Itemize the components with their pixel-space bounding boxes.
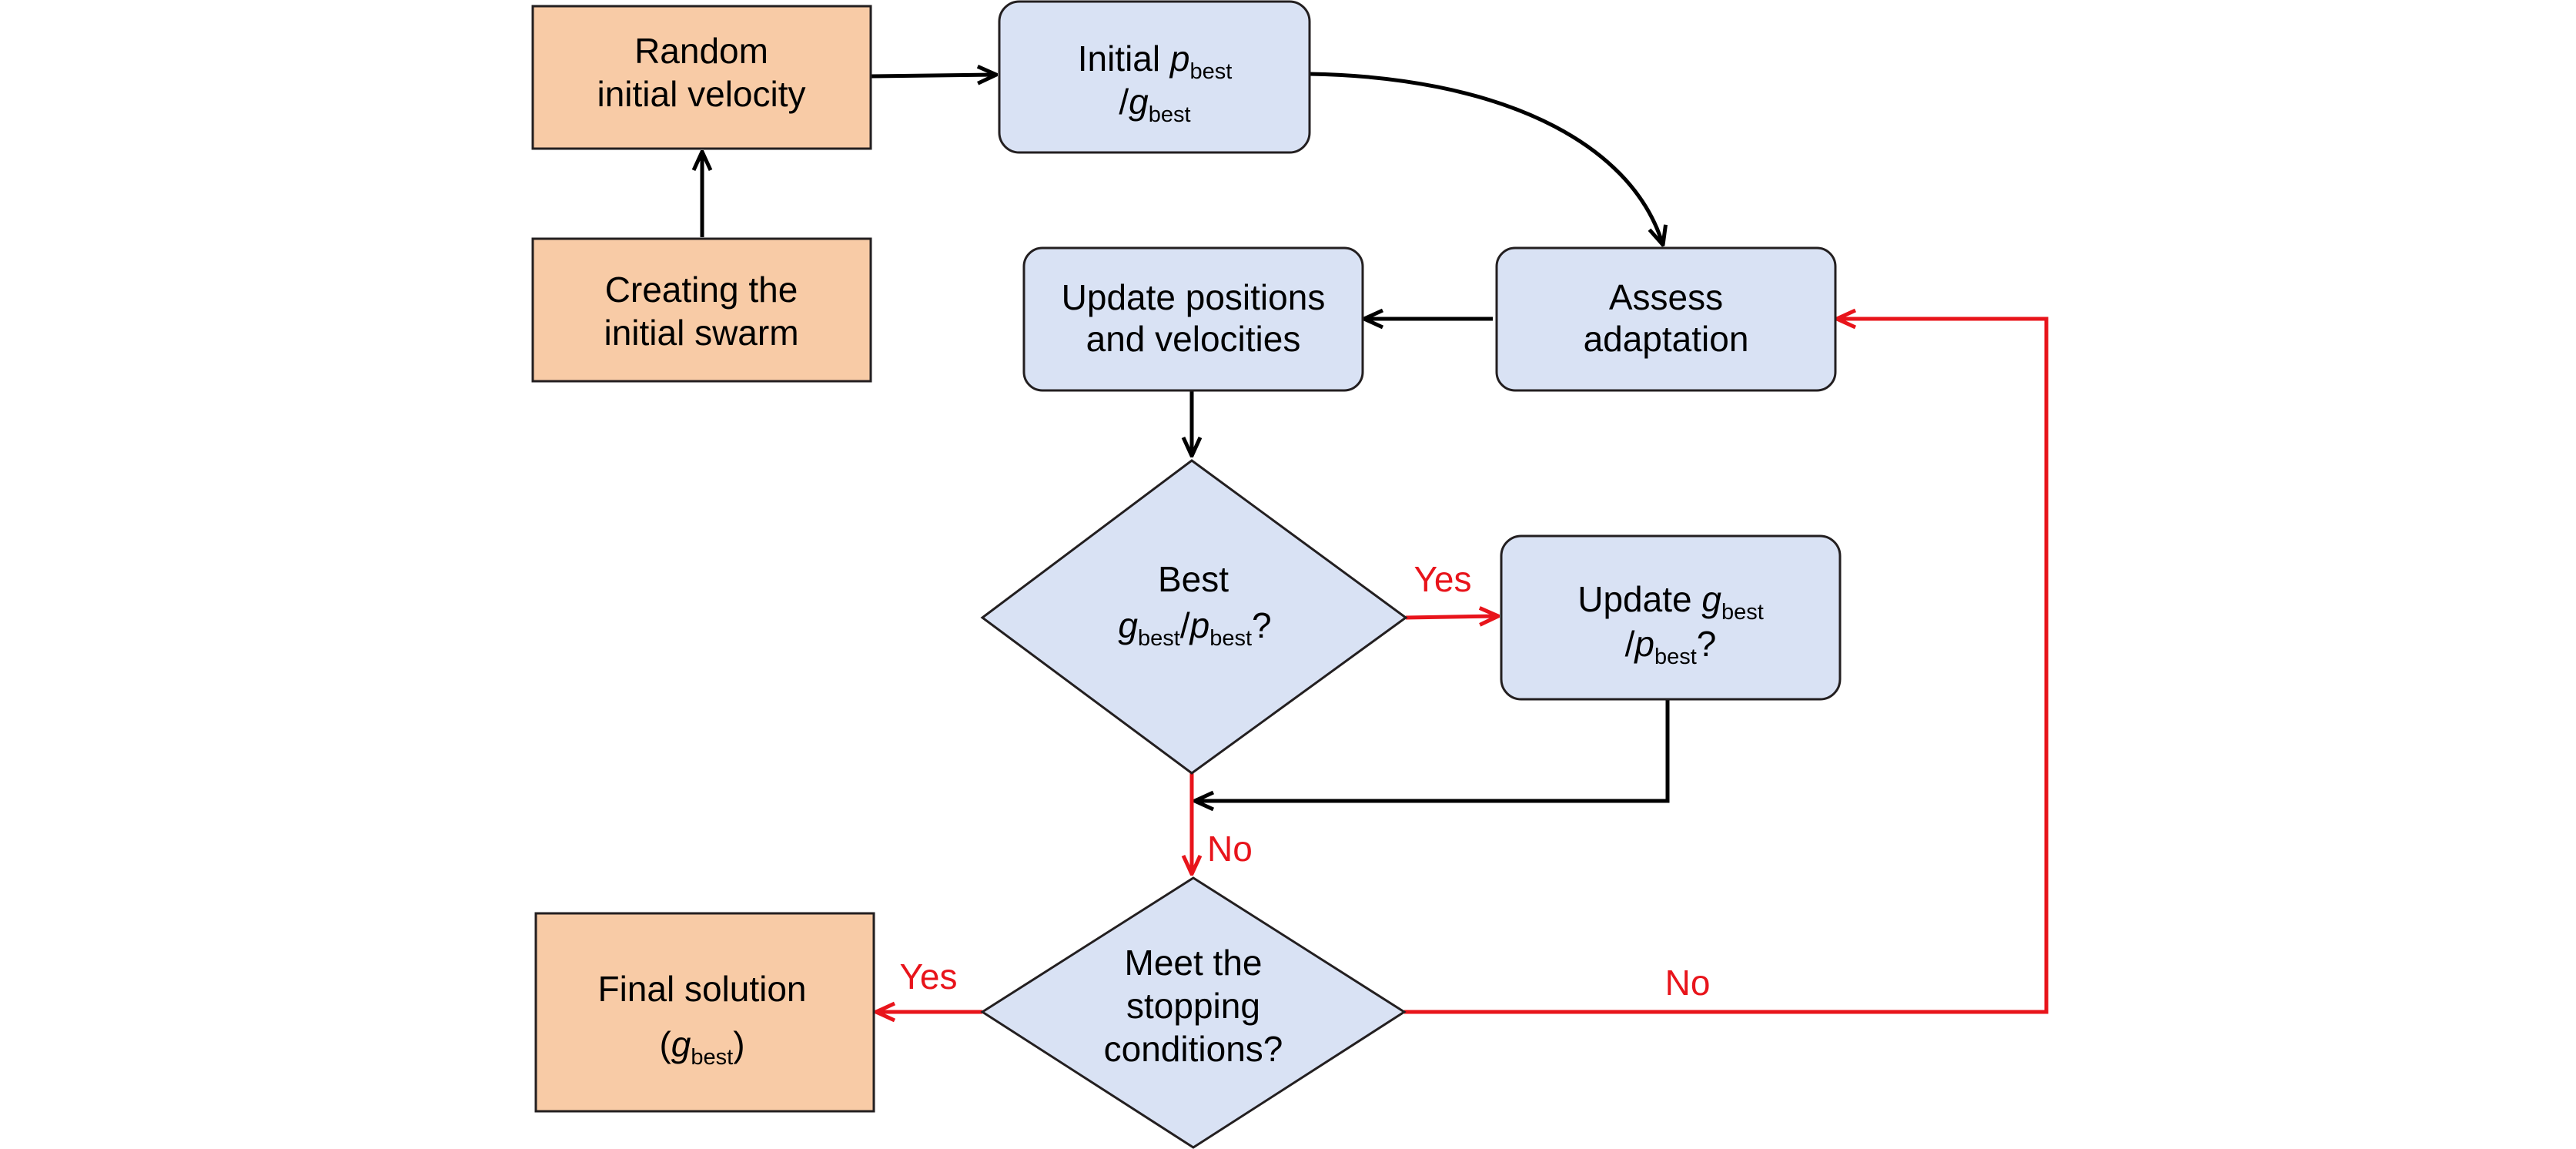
edge-label-stop-yes: Yes <box>899 956 957 997</box>
node-update-positions-line1: Update positions <box>1062 277 1326 317</box>
edge-label-stop-no: No <box>1665 963 1711 1003</box>
node-create-swarm-line1: Creating the <box>605 270 798 310</box>
node-assess-adaptation: Assess adaptation <box>1495 246 1837 392</box>
node-update-best: Update gbest /pbest? <box>1500 534 1842 701</box>
node-random-velocity: Random initial velocity <box>531 5 872 150</box>
node-update-best-line2: /pbest? <box>1625 624 1717 669</box>
node-create-swarm: Creating the initial swarm <box>531 237 872 383</box>
arrow-initial-best-to-assess <box>1309 72 1663 245</box>
edge-label-best-yes: Yes <box>1413 559 1471 599</box>
node-best-decision-line2: gbest/pbest? <box>1118 605 1271 651</box>
node-random-velocity-line2: initial velocity <box>597 74 806 114</box>
arrow-update-best-back <box>1195 698 1670 801</box>
arrow-velocity-to-initial-best <box>870 75 996 76</box>
node-best-decision-line1: Best <box>1158 559 1229 599</box>
node-update-positions: Update positions and velocities <box>1022 246 1364 392</box>
node-final-line1: Final solution <box>597 969 806 1009</box>
node-update-best-line1: Update gbest <box>1577 579 1764 625</box>
node-update-positions-line2: and velocities <box>1086 319 1301 359</box>
node-final-solution: Final solution (gbest) <box>534 912 875 1113</box>
node-final-line2: (gbest) <box>659 1024 744 1070</box>
edge-label-best-no: No <box>1207 829 1253 869</box>
node-create-swarm-line2: initial swarm <box>604 313 798 353</box>
node-assess-line1: Assess <box>1609 277 1723 317</box>
node-assess-line2: adaptation <box>1584 319 1749 359</box>
node-stop-decision-line1: Meet the <box>1125 943 1263 983</box>
node-initial-best: Initial pbest /gbest <box>998 0 1311 154</box>
node-random-velocity-line1: Random <box>634 31 768 71</box>
node-initial-best-line1: Initial pbest <box>1078 39 1233 84</box>
node-stop-decision: Meet the stopping conditions? <box>980 876 1407 1149</box>
node-stop-decision-line3: conditions? <box>1104 1029 1283 1069</box>
arrow-stop-no <box>1404 319 2049 1014</box>
node-initial-best-line2: /gbest <box>1119 82 1190 127</box>
node-best-decision: Best gbest/pbest? <box>980 459 1408 775</box>
node-stop-decision-line2: stopping <box>1126 986 1260 1026</box>
arrow-best-yes <box>1405 616 1498 618</box>
